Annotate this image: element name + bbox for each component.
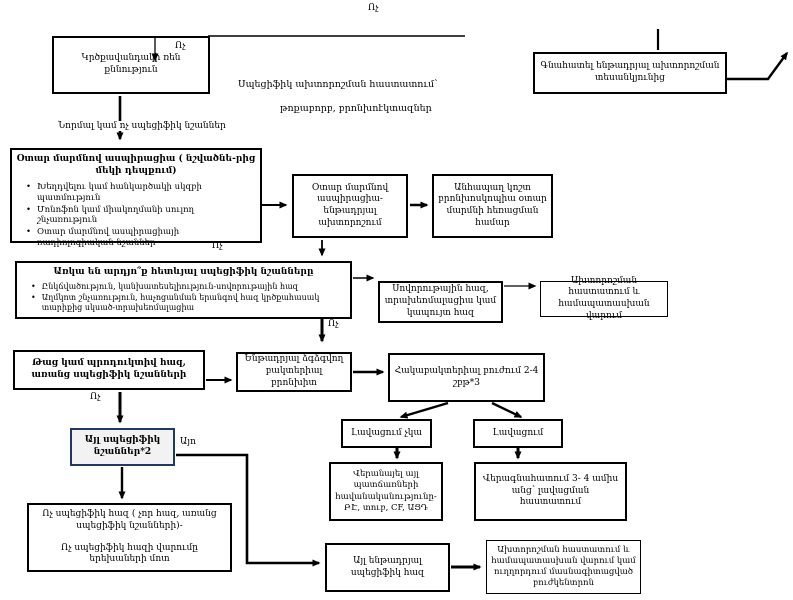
- label-no-after-fba: Ոչ: [212, 241, 223, 251]
- box-wet-cough-text: Թաց կամ պրոդուկտիվ հազ, առանց սպեցիֆիկ ն…: [31, 358, 187, 380]
- box-review-causes: Վերանայել այլ պատճառների հավանականությու…: [329, 462, 443, 521]
- box-wet-cough: Թաց կամ պրոդուկտիվ հազ, առանց սպեցիֆիկ ն…: [13, 350, 205, 390]
- fba-bullet-2: Մոնոֆոն կամ միակողմանի սուլող շնչառությո…: [37, 204, 194, 226]
- bullet-icon: •: [26, 226, 32, 237]
- label-no-chest: Ոչ: [175, 41, 186, 51]
- box-nonspecific-cough-line2: Ոչ սպեցիֆիկ հազի վարումը երեխաների մոտ: [61, 542, 198, 565]
- label-no-after-wet: Ոչ: [90, 392, 101, 402]
- box-dx-referral: Ախտորոշման հաստատում և համապատասխան վարո…: [486, 540, 641, 594]
- fba-bullet-1: Խեղդվելու կամ հանկարծակի սկզբի պատմությո…: [37, 182, 202, 203]
- bullet-icon: •: [26, 182, 32, 193]
- box-other-specific-signs-text: Այլ սպեցիֆիկ նշաններ*2: [84, 435, 161, 457]
- box-other-presumed-text: Այլ ենթադրյալ սպեցիֆիկ հազ: [350, 555, 425, 578]
- fba-bullet-3: Օտար մարմնով ասպիրացիայի ռադիոլոգիական ն…: [37, 226, 180, 248]
- box-pbb-text: Ենթադրյալ ձգձգվող բակտերիալ բրոնխիտ: [244, 354, 344, 388]
- box-habit-cough-text: Սովորութային հազ, տրախեոմալացիա կամ կապո…: [384, 284, 497, 318]
- label-specific-dx-line2: թոքաբորբ, բրոնխոէկտազներ: [280, 103, 432, 114]
- label-no-top: Ոչ: [368, 3, 379, 13]
- label-normal-nonspecific: Նորմալ կամ ոչ սպեցիֆիկ նշաններ: [58, 121, 226, 131]
- box-reassess: Վերագնահատում 3- 4 ամիս անց՝ լավացման հա…: [474, 462, 627, 521]
- box-nonspecific-cough-line1: Ոչ սպեցիֆիկ հազ ( չոր հազ, առանց սպեցիֆի…: [42, 509, 217, 531]
- arrow-evaluate-exit: [727, 51, 788, 81]
- arrow-antibiotics-to-noimprove: [399, 401, 449, 419]
- box-specific-signs: Առկա են արդյո՞ք հետևյալ սպեցիֆիկ նշաններ…: [15, 261, 352, 319]
- box-specific-signs-title: Առկա են արդյո՞ք հետևյալ սպեցիֆիկ նշաններ…: [53, 267, 314, 277]
- box-antibiotics: Հակաբակտերիալ բուժում 2-4 շբթ*3: [388, 353, 545, 402]
- label-no-after-signs: Ոչ: [328, 319, 339, 329]
- box-bronchoscopy: Անհապաղ կոշտ բրոնխոսկոպիա օտար մարմնի հե…: [432, 174, 553, 238]
- box-fba-presumed: Օտար մարմնով ասպիրացիա- ենթադրյալ ախտորո…: [292, 174, 408, 238]
- bullet-icon: •: [26, 204, 32, 215]
- box-specific-signs-bullets: • Ընկճվածություն, կանխատեսելիություն-սովո…: [21, 282, 346, 314]
- signs-bullet-1: Ընկճվածություն, կանխատեսելիություն-սովոր…: [41, 281, 299, 291]
- box-fba-presumed-text: Օտար մարմնով ասպիրացիա- ենթադրյալ ախտորո…: [311, 182, 389, 228]
- box-bronchoscopy-text: Անհապաղ կոշտ բրոնխոսկոպիա օտար մարմնի հե…: [438, 182, 547, 228]
- box-evaluate: Գնահատել ենթադրյալ ախտորոշման տեսանկյուն…: [533, 52, 727, 94]
- box-pbb: Ենթադրյալ ձգձգվող բակտերիալ բրոնխիտ: [236, 352, 352, 392]
- box-chest-xray: Կրծքավանդակի ռեն քննություն: [52, 36, 210, 94]
- box-other-presumed: Այլ ենթադրյալ սպեցիֆիկ հազ: [325, 543, 450, 592]
- box-dx-management-text: Ախտորոշման հաստատում և համապատասխան վարո…: [558, 275, 650, 321]
- box-dx-management: Ախտորոշման հաստատում և համապատասխան վարո…: [540, 276, 668, 321]
- box-fba-bullets: • Խեղդվելու կամ հանկարծակի սկզբի պատմությ…: [16, 182, 256, 249]
- box-no-improvement: Լավացում չկա: [341, 419, 432, 448]
- box-antibiotics-text: Հակաբակտերիալ բուժում 2-4 շբթ*3: [394, 365, 539, 388]
- box-evaluate-text: Գնահատել ենթադրյալ ախտորոշման տեսանկյուն…: [540, 61, 720, 83]
- box-improvement: Լավացում: [473, 419, 563, 448]
- signs-bullet-2: Աղմկոտ շնչառություն, հաչոցանման երանգով …: [41, 292, 320, 312]
- bullet-icon: •: [31, 281, 36, 291]
- box-chest-xray-text: Կրծքավանդակի ռեն քննություն: [81, 53, 181, 75]
- box-fba-title: Օտար մարմնով ասպիրացիա ( նշվածնե-րից մեկ…: [16, 154, 256, 176]
- arrow-antibiotics-to-improve: [491, 401, 523, 419]
- label-specific-dx-line1: Սպեցիֆիկ ախտորոշման հաստատում՝: [238, 79, 438, 90]
- label-yes-other-signs: Այո: [180, 437, 196, 447]
- box-fba-criteria: Օտար մարմնով ասպիրացիա ( նշվածնե-րից մեկ…: [10, 148, 262, 248]
- box-nonspecific-cough: Ոչ սպեցիֆիկ հազ ( չոր հազ, առանց սպեցիֆի…: [27, 503, 232, 572]
- box-habit-cough: Սովորութային հազ, տրախեոմալացիա կամ կապո…: [378, 281, 503, 323]
- bullet-icon: •: [31, 292, 36, 302]
- box-no-improvement-text: Լավացում չկա: [351, 427, 422, 438]
- box-other-specific-signs: Այլ սպեցիֆիկ նշաններ*2: [70, 428, 175, 466]
- box-review-causes-text: Վերանայել այլ պատճառների հավանականությու…: [335, 469, 437, 513]
- box-reassess-text: Վերագնահատում 3- 4 ամիս անց՝ լավացման հա…: [482, 473, 619, 508]
- box-dx-referral-text: Ախտորոշման հաստատում և համապատասխան վարո…: [491, 544, 636, 589]
- box-improvement-text: Լավացում: [492, 427, 544, 438]
